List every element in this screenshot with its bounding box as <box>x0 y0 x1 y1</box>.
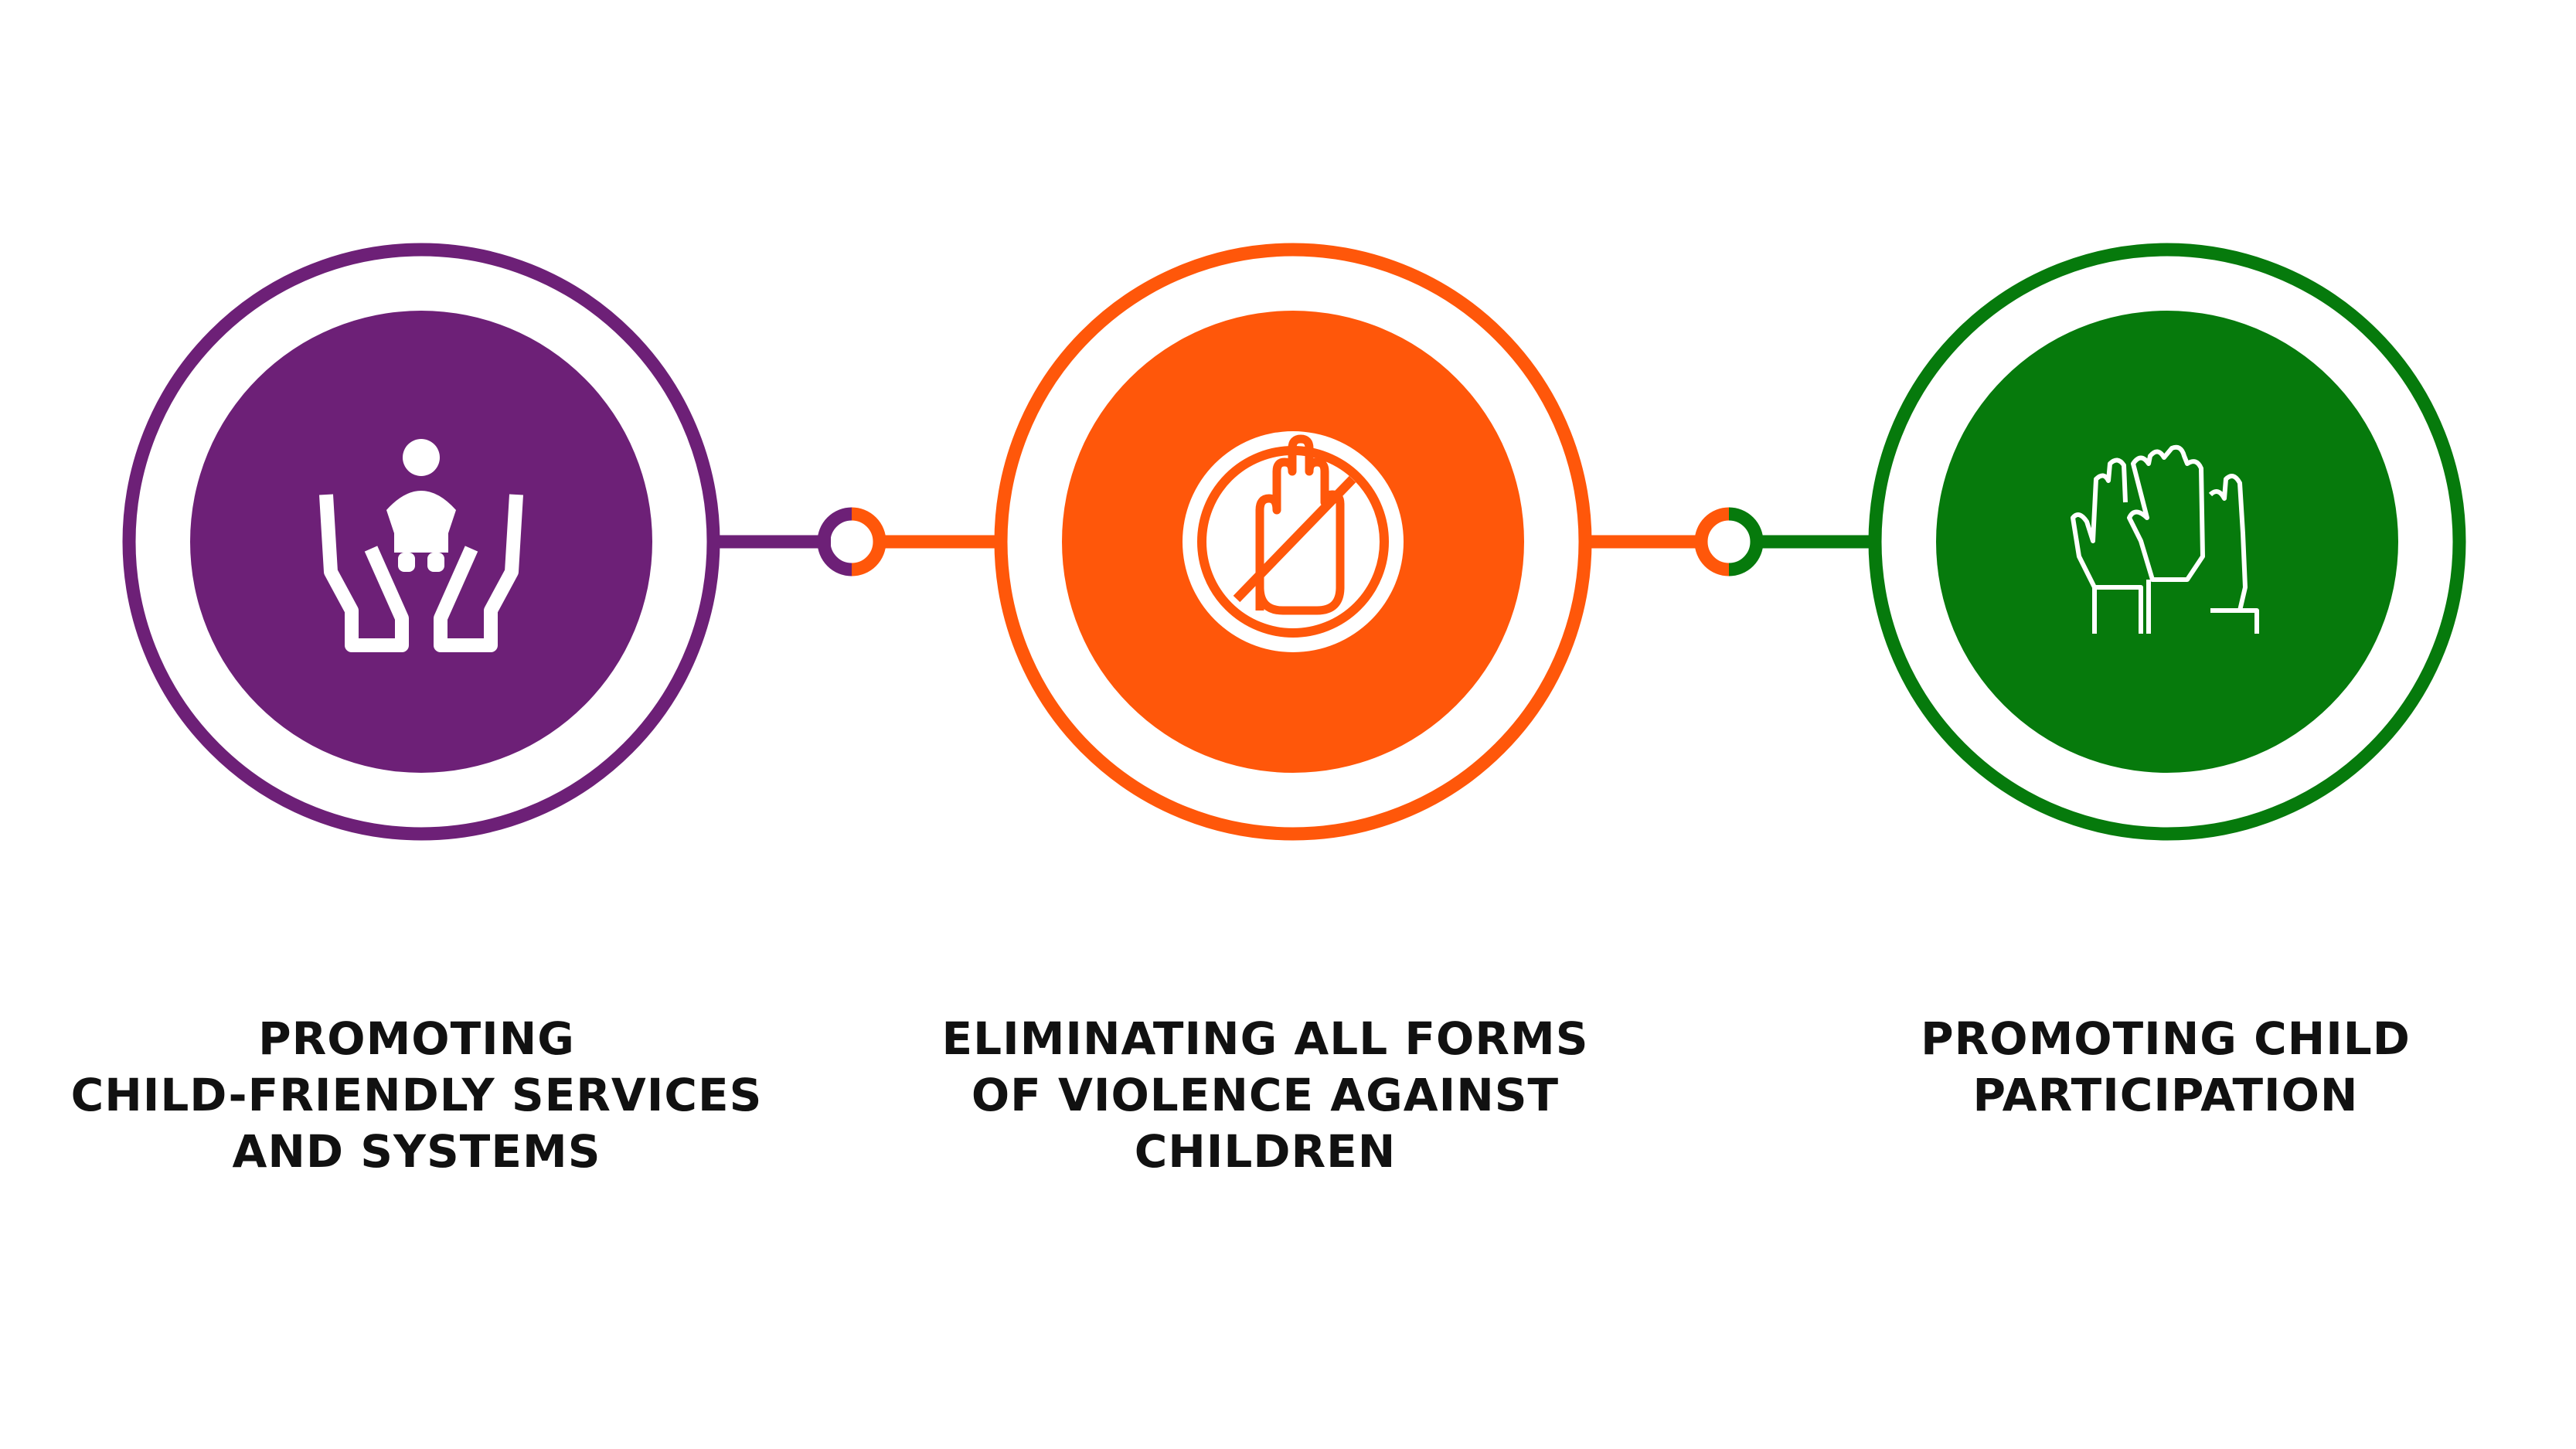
step-circle-3 <box>1868 243 2466 841</box>
connector-node-2 <box>1694 507 1764 577</box>
raised-hands-icon <box>2071 444 2259 634</box>
connector-node-1 <box>817 507 886 577</box>
step-label-2: ELIMINATING ALL FORMS OF VIOLENCE AGAINS… <box>879 1011 1652 1180</box>
label-line: CHILD-FRIENDLY SERVICES <box>70 1069 763 1121</box>
label-line: PARTICIPATION <box>1972 1069 2359 1121</box>
label-line: ELIMINATING ALL FORMS <box>941 1012 1589 1065</box>
label-line: CHILDREN <box>1134 1125 1397 1178</box>
label-line: AND SYSTEMS <box>232 1125 601 1178</box>
step-circle-2 <box>994 243 1592 841</box>
stop-hand-prohibited-icon <box>1183 431 1404 652</box>
hands-holding-baby-icon <box>319 439 523 652</box>
step-label-3: PROMOTING CHILD PARTICIPATION <box>1779 1011 2552 1124</box>
step-circle-1 <box>122 243 720 841</box>
label-line: OF VIOLENCE AGAINST <box>971 1069 1560 1121</box>
step-label-1: PROMOTING CHILD-FRIENDLY SERVICES AND SY… <box>30 1011 803 1180</box>
label-line: PROMOTING <box>258 1012 575 1065</box>
label-line: PROMOTING CHILD <box>1921 1012 2411 1065</box>
